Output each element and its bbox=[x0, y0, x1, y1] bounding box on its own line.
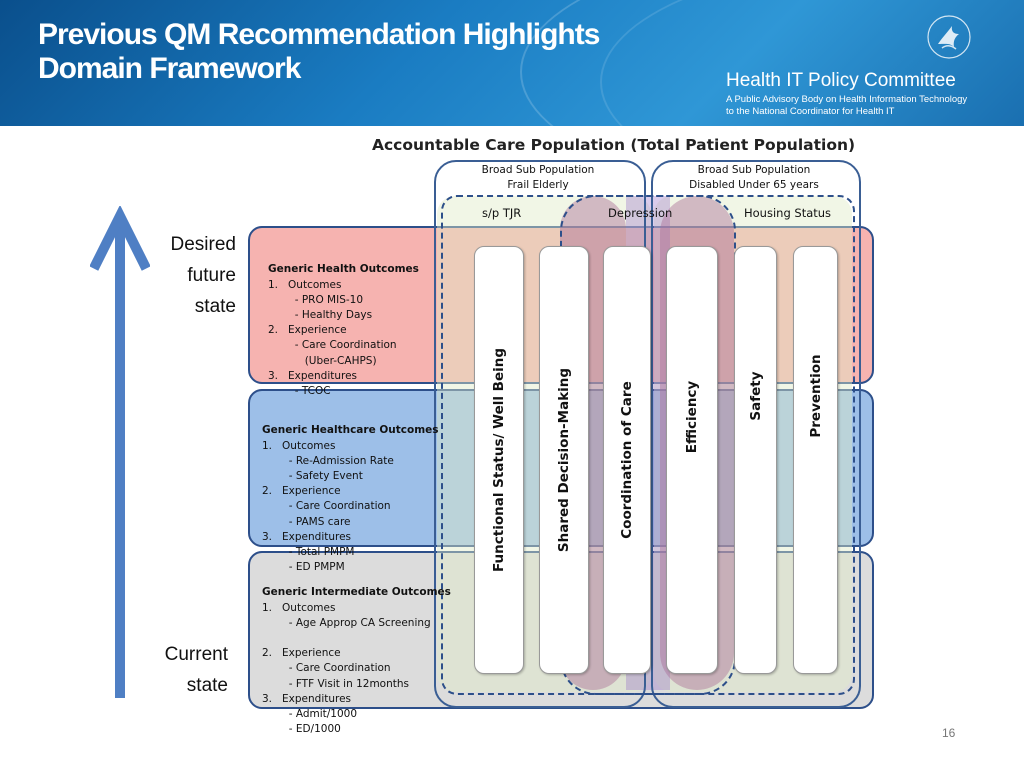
band-healthcare-outcomes-text: Generic Healthcare Outcomes 1. Outcomes -… bbox=[262, 393, 439, 575]
domain-label: Functional Status/ Well Being bbox=[491, 347, 507, 573]
slide-title-line2: Domain Framework bbox=[38, 52, 301, 85]
org-subtitle-line1: A Public Advisory Body on Health Informa… bbox=[726, 94, 968, 105]
subpop-depression-label: Depression bbox=[608, 206, 673, 220]
page-number: 16 bbox=[942, 726, 956, 740]
domain-pill-prevention: Prevention bbox=[793, 246, 838, 674]
population-label-line1: Broad Sub Population bbox=[481, 164, 595, 176]
domain-label: Coordination of Care bbox=[619, 381, 635, 539]
band-body: 1. Outcomes - Re-Admission Rate - Safety… bbox=[262, 439, 394, 574]
domain-pill-functional-status: Functional Status/ Well Being bbox=[474, 246, 524, 674]
header-banner: Previous QM Recommendation Highlights Do… bbox=[0, 0, 1024, 126]
band-heading: Generic Intermediate Outcomes bbox=[262, 586, 451, 599]
domain-pill-efficiency: Efficiency bbox=[666, 246, 718, 674]
population-disabled-label: Broad Sub Population Disabled Under 65 y… bbox=[656, 163, 852, 193]
domain-pill-safety: Safety bbox=[734, 246, 777, 674]
population-label-line2: Frail Elderly bbox=[507, 179, 569, 191]
domain-label: Efficiency bbox=[684, 381, 700, 454]
diagram-title: Accountable Care Population (Total Patie… bbox=[372, 136, 856, 154]
progress-arrow-icon bbox=[90, 206, 150, 698]
population-disabled-under-65 bbox=[651, 160, 861, 708]
band-body: 1. Outcomes - Age Approp CA Screening 2.… bbox=[262, 601, 431, 736]
domain-label: Shared Decision-Making bbox=[556, 367, 572, 553]
hhs-eagle-logo-icon bbox=[927, 15, 971, 59]
population-frail-elderly-label: Broad Sub Population Frail Elderly bbox=[440, 163, 636, 193]
slide-title: Previous QM Recommendation Highlights Do… bbox=[38, 18, 600, 86]
domain-label: Safety bbox=[747, 371, 764, 421]
band-health-outcomes-text: Generic Health Outcomes 1. Outcomes - PRO… bbox=[268, 232, 419, 399]
subpop-tjr-label: s/p TJR bbox=[482, 206, 522, 220]
population-label-line2: Disabled Under 65 years bbox=[689, 179, 819, 191]
domain-pill-shared-decision-making: Shared Decision-Making bbox=[539, 246, 589, 674]
band-intermediate-outcomes-text: Generic Intermediate Outcomes 1. Outcomes… bbox=[262, 555, 451, 737]
domain-label: Prevention bbox=[807, 354, 824, 438]
band-heading: Generic Health Outcomes bbox=[268, 263, 419, 276]
subpop-housing-label: Housing Status bbox=[744, 206, 832, 220]
domain-pill-coordination-of-care: Coordination of Care bbox=[603, 246, 651, 674]
current-state-label: Current state bbox=[164, 644, 228, 696]
header-swoosh-decoration bbox=[520, 0, 1024, 126]
population-label-line1: Broad Sub Population bbox=[697, 164, 811, 176]
org-subtitle-line2: to the National Coordinator for Health I… bbox=[726, 106, 895, 117]
band-heading: Generic Healthcare Outcomes bbox=[262, 424, 439, 437]
desired-future-state-label: Desired future state bbox=[170, 234, 236, 317]
band-body: 1. Outcomes - PRO MIS-10 - Healthy Days … bbox=[268, 278, 397, 398]
org-name: Health IT Policy Committee bbox=[726, 70, 956, 91]
org-subtitle: A Public Advisory Body on Health Informa… bbox=[726, 94, 967, 118]
slide-title-line1: Previous QM Recommendation Highlights bbox=[38, 18, 600, 51]
